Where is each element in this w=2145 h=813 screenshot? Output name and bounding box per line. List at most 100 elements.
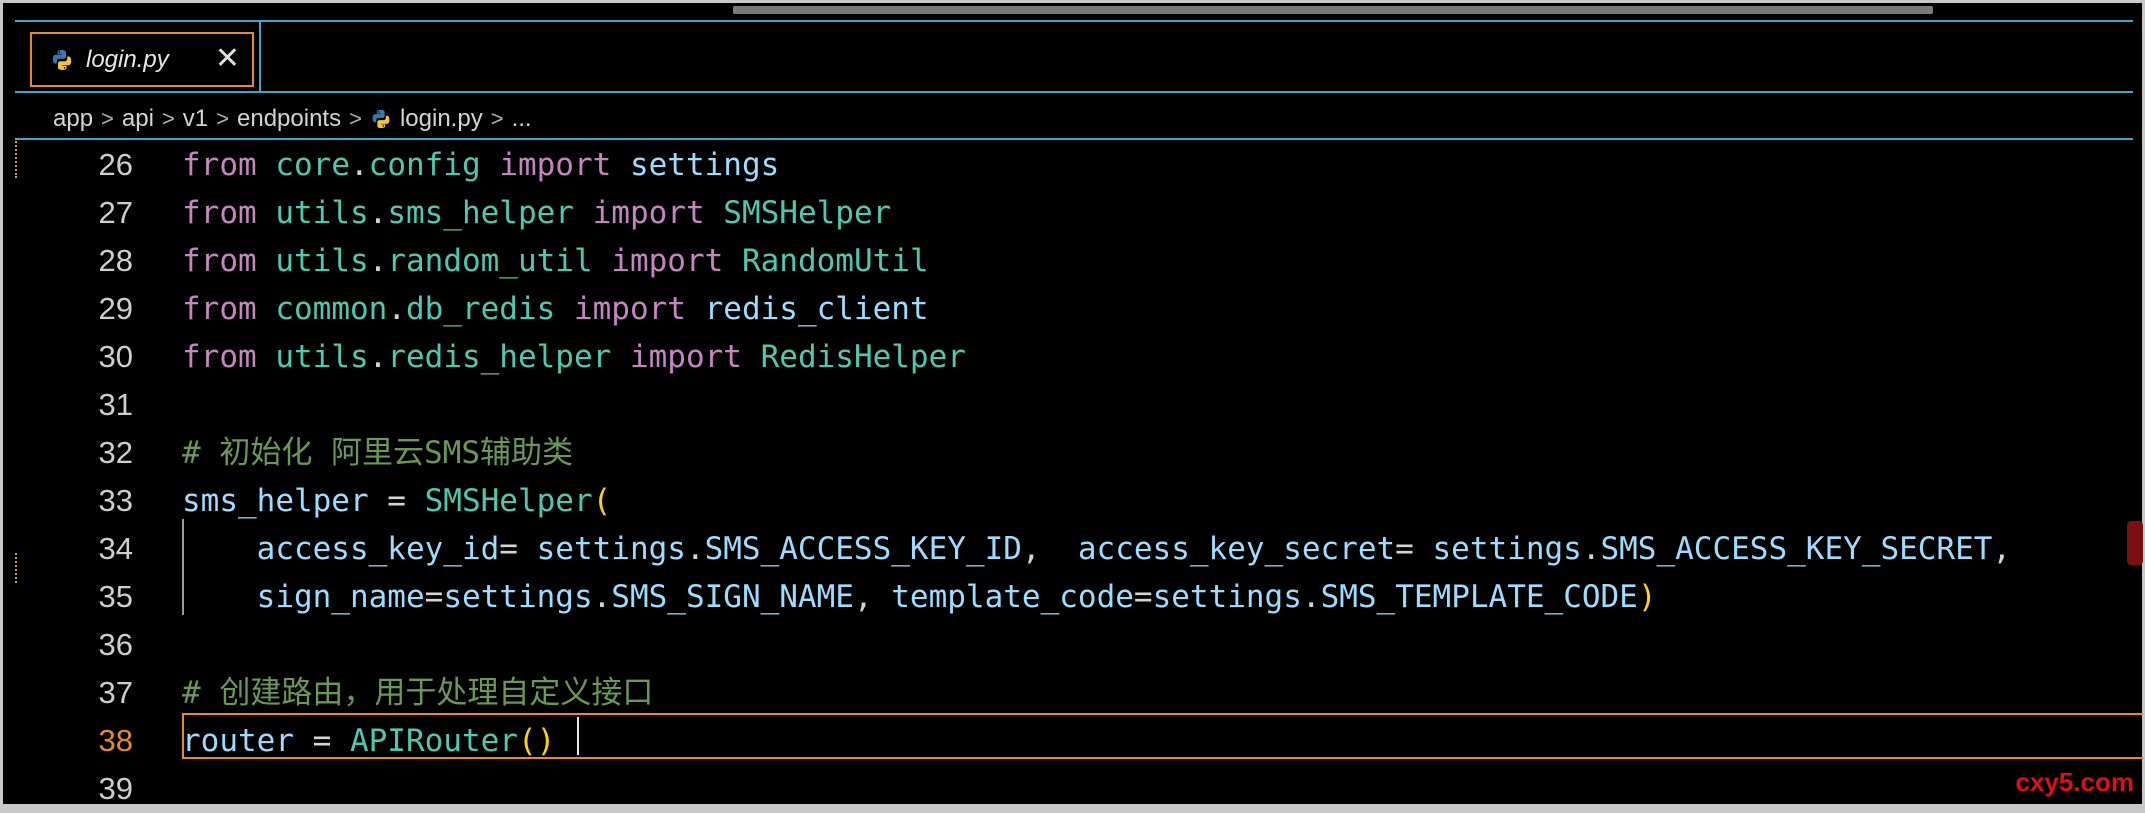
code-token: = [368, 483, 425, 519]
code-token: = [424, 579, 444, 615]
code-token [555, 291, 574, 327]
code-token: APIRouter [349, 723, 518, 759]
code-token: from [182, 291, 257, 327]
line-code: # 初始化 阿里云SMS辅助类 [182, 429, 573, 477]
line-number: 28 [98, 243, 133, 278]
code-token [257, 195, 276, 231]
line-number: 39 [98, 771, 133, 806]
line-code: from utils.sms_helper import SMSHelper [182, 189, 891, 237]
breadcrumb-item-v1[interactable]: v1 [182, 105, 209, 132]
breadcrumb-item-file[interactable]: login.py [399, 105, 483, 132]
code-token: random_util [387, 243, 593, 279]
line-number: 26 [98, 147, 133, 182]
code-line[interactable]: 39 [3, 765, 2143, 813]
code-line[interactable]: 37 # 创建路由，用于处理自定义接口 [3, 669, 2143, 717]
code-line[interactable]: 35 sign_name=settings.SMS_SIGN_NAME, tem… [3, 573, 2143, 621]
code-token [593, 243, 612, 279]
code-token [574, 195, 593, 231]
code-line[interactable]: 32 # 初始化 阿里云SMS辅助类 [3, 429, 2143, 477]
indent-guide [182, 519, 184, 615]
chevron-right-icon: > [101, 106, 114, 131]
breadcrumb-item-app[interactable]: app [53, 105, 94, 132]
horizontal-scrollbar[interactable] [733, 6, 1933, 14]
line-number: 35 [98, 579, 133, 614]
code-token: sign_name [256, 579, 425, 615]
code-token: . [387, 291, 406, 327]
code-token: , [1021, 531, 1078, 567]
code-token: SMSHelper [424, 483, 593, 519]
line-code: # 创建路由，用于处理自定义接口 [182, 669, 653, 717]
line-code: sms_helper = SMSHelper( [182, 477, 611, 525]
code-token [611, 339, 630, 375]
line-code: access_key_id= settings.SMS_ACCESS_KEY_I… [182, 525, 2011, 573]
line-number: 36 [98, 627, 133, 662]
line-code: from utils.redis_helper import RedisHelp… [182, 333, 966, 381]
code-token: access_key_id [256, 531, 500, 567]
code-token: SMS_SIGN_NAME [611, 579, 854, 615]
code-token: settings [629, 147, 780, 183]
breadcrumb-item-api[interactable]: api [121, 105, 154, 132]
gutter-marker [15, 138, 20, 178]
code-token: SMSHelper [723, 195, 892, 231]
code-token: core [275, 147, 350, 183]
code-token [686, 291, 705, 327]
code-token: config [368, 147, 481, 183]
line-number: 32 [98, 435, 133, 470]
code-token: sms_helper [387, 195, 574, 231]
breadcrumb-divider [15, 138, 2133, 140]
code-token: import [592, 195, 705, 231]
code-token: # 初始化 阿里云SMS辅助类 [182, 435, 573, 471]
line-code: from utils.random_util import RandomUtil [182, 237, 929, 285]
code-token: sms_helper [182, 483, 369, 519]
tab-login-py[interactable]: login.py ✕ [30, 32, 254, 87]
code-token: . [592, 579, 612, 615]
line-code: sign_name=settings.SMS_SIGN_NAME, templa… [182, 573, 1657, 621]
code-token: from [182, 195, 257, 231]
code-line[interactable]: 30 from utils.redis_helper import RedisHe… [3, 333, 2143, 381]
close-icon[interactable]: ✕ [214, 42, 240, 75]
tab-divider [259, 22, 261, 92]
python-icon [52, 49, 72, 70]
tab-bar [15, 20, 2133, 93]
code-line[interactable]: 36 [3, 621, 2143, 669]
code-token: redis_helper [387, 339, 612, 375]
code-line[interactable]: 28 from utils.random_util import RandomUt… [3, 237, 2143, 285]
code-token: redis_client [704, 291, 929, 327]
code-token: import [499, 147, 612, 183]
breadcrumb-item-symbols[interactable]: ... [511, 105, 532, 132]
breadcrumb: app > api > v1 > endpoints > login.py > … [53, 103, 532, 135]
line-number: 38 [98, 723, 133, 758]
line-number: 37 [98, 675, 133, 710]
code-token: import [629, 339, 742, 375]
code-token [257, 339, 276, 375]
code-token: from [182, 243, 257, 279]
code-token: = [1133, 579, 1153, 615]
code-line[interactable]: 33 sms_helper = SMSHelper( [3, 477, 2143, 525]
code-token: ) [1637, 579, 1657, 615]
code-token [182, 531, 257, 567]
code-line[interactable]: 34 access_key_id= settings.SMS_ACCESS_KE… [3, 525, 2143, 573]
code-token: . [1581, 531, 1601, 567]
chevron-right-icon: > [161, 106, 175, 131]
code-token: import [573, 291, 686, 327]
code-token: . [368, 195, 388, 231]
watermark: cxy5.com [2015, 767, 2134, 797]
code-line[interactable]: 31 [3, 381, 2143, 429]
code-token: = [293, 723, 350, 759]
chevron-right-icon: > [490, 106, 504, 131]
code-token: access_key_secret [1077, 531, 1396, 567]
code-token [257, 243, 276, 279]
code-token: SMS_ACCESS_KEY_SECRET [1600, 531, 1993, 567]
line-number: 33 [98, 483, 133, 518]
breadcrumb-item-endpoints[interactable]: endpoints [237, 105, 342, 132]
gutter-marker [15, 553, 20, 583]
chevron-right-icon: > [216, 106, 230, 131]
code-token: ( [592, 483, 612, 519]
line-number: 30 [98, 339, 133, 374]
